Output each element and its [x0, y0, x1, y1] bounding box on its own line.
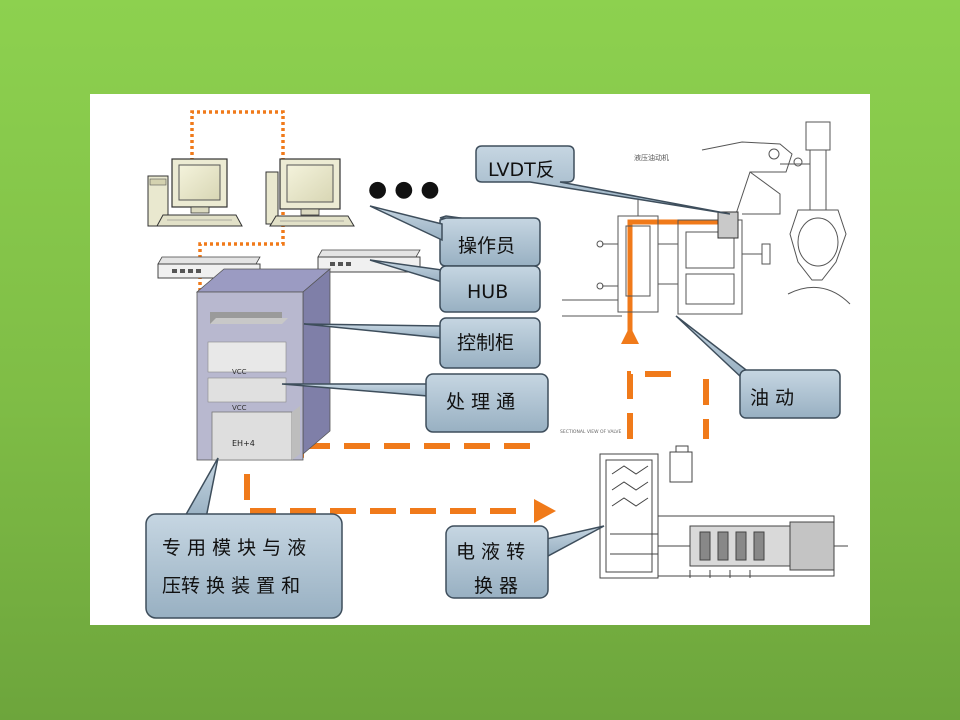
- signal-dashed-lines: [244, 371, 709, 514]
- callout-channel-text: 处 理 通: [446, 391, 515, 413]
- callout-hub: HUB: [369, 259, 541, 313]
- callout-lvdt: LVDT反: [475, 145, 731, 215]
- cabinet-box-label: EH+4: [232, 439, 255, 448]
- control-cabinet: VCC VCC EH+4: [195, 268, 332, 461]
- callout-cabinet-text: 控制柜: [457, 332, 514, 354]
- slide-canvas: ● ● ● VCC VCC EH+4 液压油动机: [90, 94, 870, 625]
- callout-lvdt-text: LVDT反: [488, 159, 555, 181]
- callout-cabinet: 控制柜: [303, 317, 541, 369]
- callout-oil: 油 动: [675, 315, 841, 419]
- arrow-to-converter: [534, 499, 556, 523]
- workstation-1: [147, 158, 243, 227]
- callout-module-line1: 专 用 模 块 与 液: [162, 537, 306, 559]
- hydraulic-actuator-drawing: 液压油动机: [562, 121, 851, 317]
- callout-hub-text: HUB: [467, 281, 508, 303]
- callout-operator-text: 操作员: [458, 235, 515, 257]
- cabinet-card-2-label: VCC: [232, 404, 247, 412]
- callout-eh-converter: 电 液 转 换 器: [445, 525, 605, 599]
- cabinet-card-1-label: VCC: [232, 368, 247, 376]
- callout-oil-text: 油 动: [750, 387, 794, 409]
- callout-eh-line2: 换 器: [474, 575, 518, 597]
- lvdt-sensor: [717, 211, 739, 239]
- callout-module: 专 用 模 块 与 液 压转 换 装 置 和: [145, 457, 343, 619]
- arrow-up-actuator: [621, 326, 639, 344]
- workstation-2: [265, 158, 355, 227]
- callout-eh-line1: 电 液 转: [456, 541, 525, 563]
- more-workstations-ellipsis: ● ● ●: [368, 177, 440, 202]
- system-diagram: ● ● ● VCC VCC EH+4 液压油动机: [145, 110, 851, 619]
- hydraulic-drawing-title: 液压油动机: [634, 153, 669, 162]
- callout-channel: 处 理 通: [281, 373, 549, 433]
- callout-module-line2: 压转 换 装 置 和: [162, 575, 300, 597]
- callout-operator: 操作员: [369, 205, 541, 267]
- valve-section-caption: SECTIONAL VIEW OF VALVE: [560, 429, 621, 435]
- eh-converter-drawing: SECTIONAL VIEW OF VALVE: [560, 429, 848, 579]
